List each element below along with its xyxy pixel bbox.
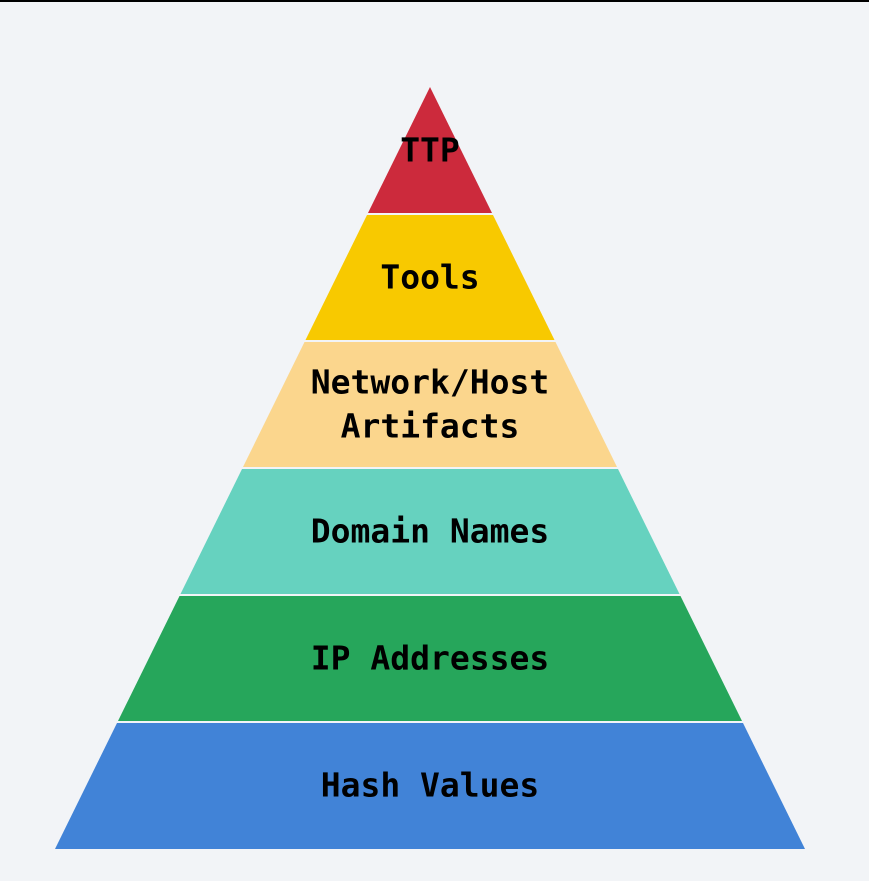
pyramid-layer-tools: Tools [305, 215, 555, 340]
layer-shape [367, 87, 493, 213]
layer-shape [180, 469, 680, 594]
layer-label: TTP [400, 131, 460, 170]
pyramid-layer-domain-names: Domain Names [180, 469, 680, 594]
layer-shape [55, 723, 805, 849]
layer-label: Network/Host [311, 363, 549, 402]
layer-label: Domain Names [311, 512, 549, 551]
layer-shape [117, 596, 743, 721]
layer-label: Artifacts [341, 407, 520, 446]
layer-label: Tools [380, 258, 479, 297]
layer-shape [242, 342, 618, 467]
layer-label: IP Addresses [311, 639, 549, 678]
pyramid-layer-hash-values: Hash Values [55, 723, 805, 849]
pyramid-layer-ip-addresses: IP Addresses [117, 596, 743, 721]
pyramid-layer-ttp: TTP [367, 87, 493, 213]
top-border [0, 0, 869, 2]
layer-shape [305, 215, 555, 340]
layer-label: Hash Values [321, 766, 540, 805]
